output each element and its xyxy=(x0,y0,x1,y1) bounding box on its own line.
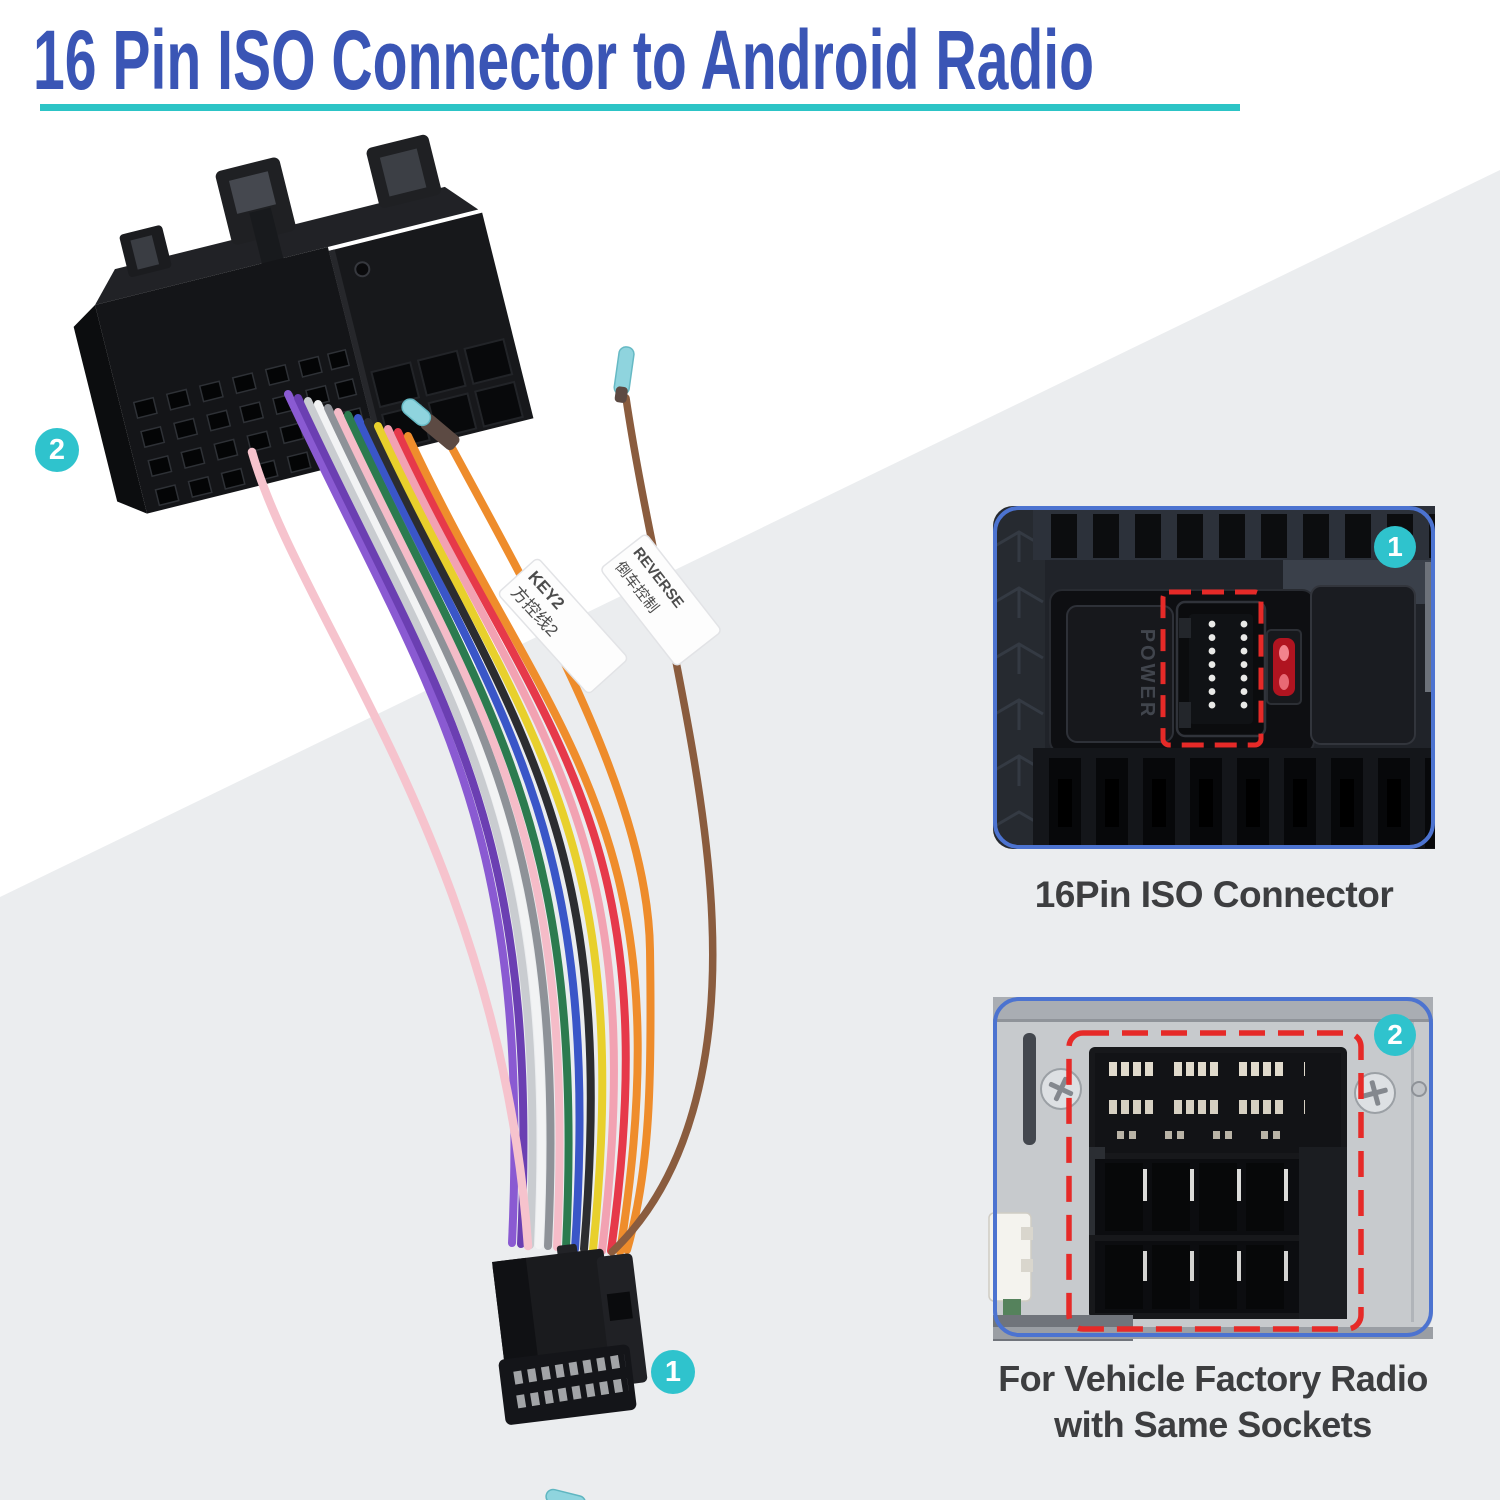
bottom-pins xyxy=(1143,1251,1288,1281)
badge-harness-16pin-end: 1 xyxy=(651,1350,695,1394)
caption-factory-line2: with Same Sockets xyxy=(1054,1404,1372,1445)
wire-bundle xyxy=(247,390,717,1256)
wire-green xyxy=(344,411,573,1252)
screw-right-icon xyxy=(1354,1072,1396,1114)
bottom-slots xyxy=(1105,1245,1284,1309)
wire-pink xyxy=(334,408,564,1251)
badge-inset-iso: 1 xyxy=(1374,526,1416,568)
16pin-grid xyxy=(513,1354,629,1409)
16pin-connector-block xyxy=(491,1243,648,1425)
wire-red xyxy=(394,428,630,1255)
middle-slots xyxy=(1105,1163,1284,1231)
tape-tip-icon xyxy=(401,398,432,427)
title-underline xyxy=(40,104,1240,111)
inset-factory-border xyxy=(993,997,1433,1337)
highlight-box-factory xyxy=(1066,1030,1364,1332)
wire-black xyxy=(364,418,595,1253)
wire-pink-outer xyxy=(247,447,533,1251)
caption-factory-line1: For Vehicle Factory Radio xyxy=(998,1358,1428,1399)
middle-pins xyxy=(1143,1169,1288,1201)
wire-orange xyxy=(404,432,642,1256)
iso-socket-16pin xyxy=(1175,600,1267,738)
wire-yellow xyxy=(374,422,607,1254)
wire-purple xyxy=(284,390,519,1247)
white-connector xyxy=(988,1212,1033,1329)
iso-connector-block xyxy=(73,134,534,514)
screw-left-icon xyxy=(1040,1068,1082,1110)
wire-lightgray xyxy=(304,397,537,1249)
chassis-slot xyxy=(1023,1033,1036,1145)
badge-inset-factory: 2 xyxy=(1374,1014,1416,1056)
wire-violet xyxy=(294,394,528,1248)
wire-gray xyxy=(324,404,555,1250)
cube-texture-pattern xyxy=(994,530,1044,828)
highlight-box-iso xyxy=(1160,589,1264,748)
reverse-wire-tip xyxy=(613,346,635,403)
page-title: 16 Pin ISO Connector to Android Radio xyxy=(33,13,1094,107)
fuse-holder xyxy=(1266,629,1302,705)
wire-blue xyxy=(354,414,584,1253)
connector-latch-tabs xyxy=(119,134,442,278)
red-fuse-icon xyxy=(1273,638,1295,696)
wire-salmon xyxy=(384,425,618,1255)
caption-iso-connector: 16Pin ISO Connector xyxy=(1034,874,1394,915)
connector-top-face xyxy=(95,186,479,305)
key2-wire-tip xyxy=(401,398,460,451)
inset-iso-border xyxy=(993,506,1435,849)
factory-socket-block xyxy=(1089,1047,1347,1319)
inset-iso-connector: POWER xyxy=(993,506,1435,849)
chassis-hole xyxy=(1411,1081,1427,1097)
connector-left-face xyxy=(73,305,148,514)
caption-factory-radio: For Vehicle Factory Radio with Same Sock… xyxy=(963,1356,1463,1448)
inset-factory-radio xyxy=(988,997,1433,1341)
power-embossed-label: POWER xyxy=(1136,629,1158,720)
wire-white xyxy=(314,400,546,1249)
connector-pin-grid xyxy=(132,348,372,507)
badge-harness-iso-end: 2 xyxy=(35,428,79,472)
